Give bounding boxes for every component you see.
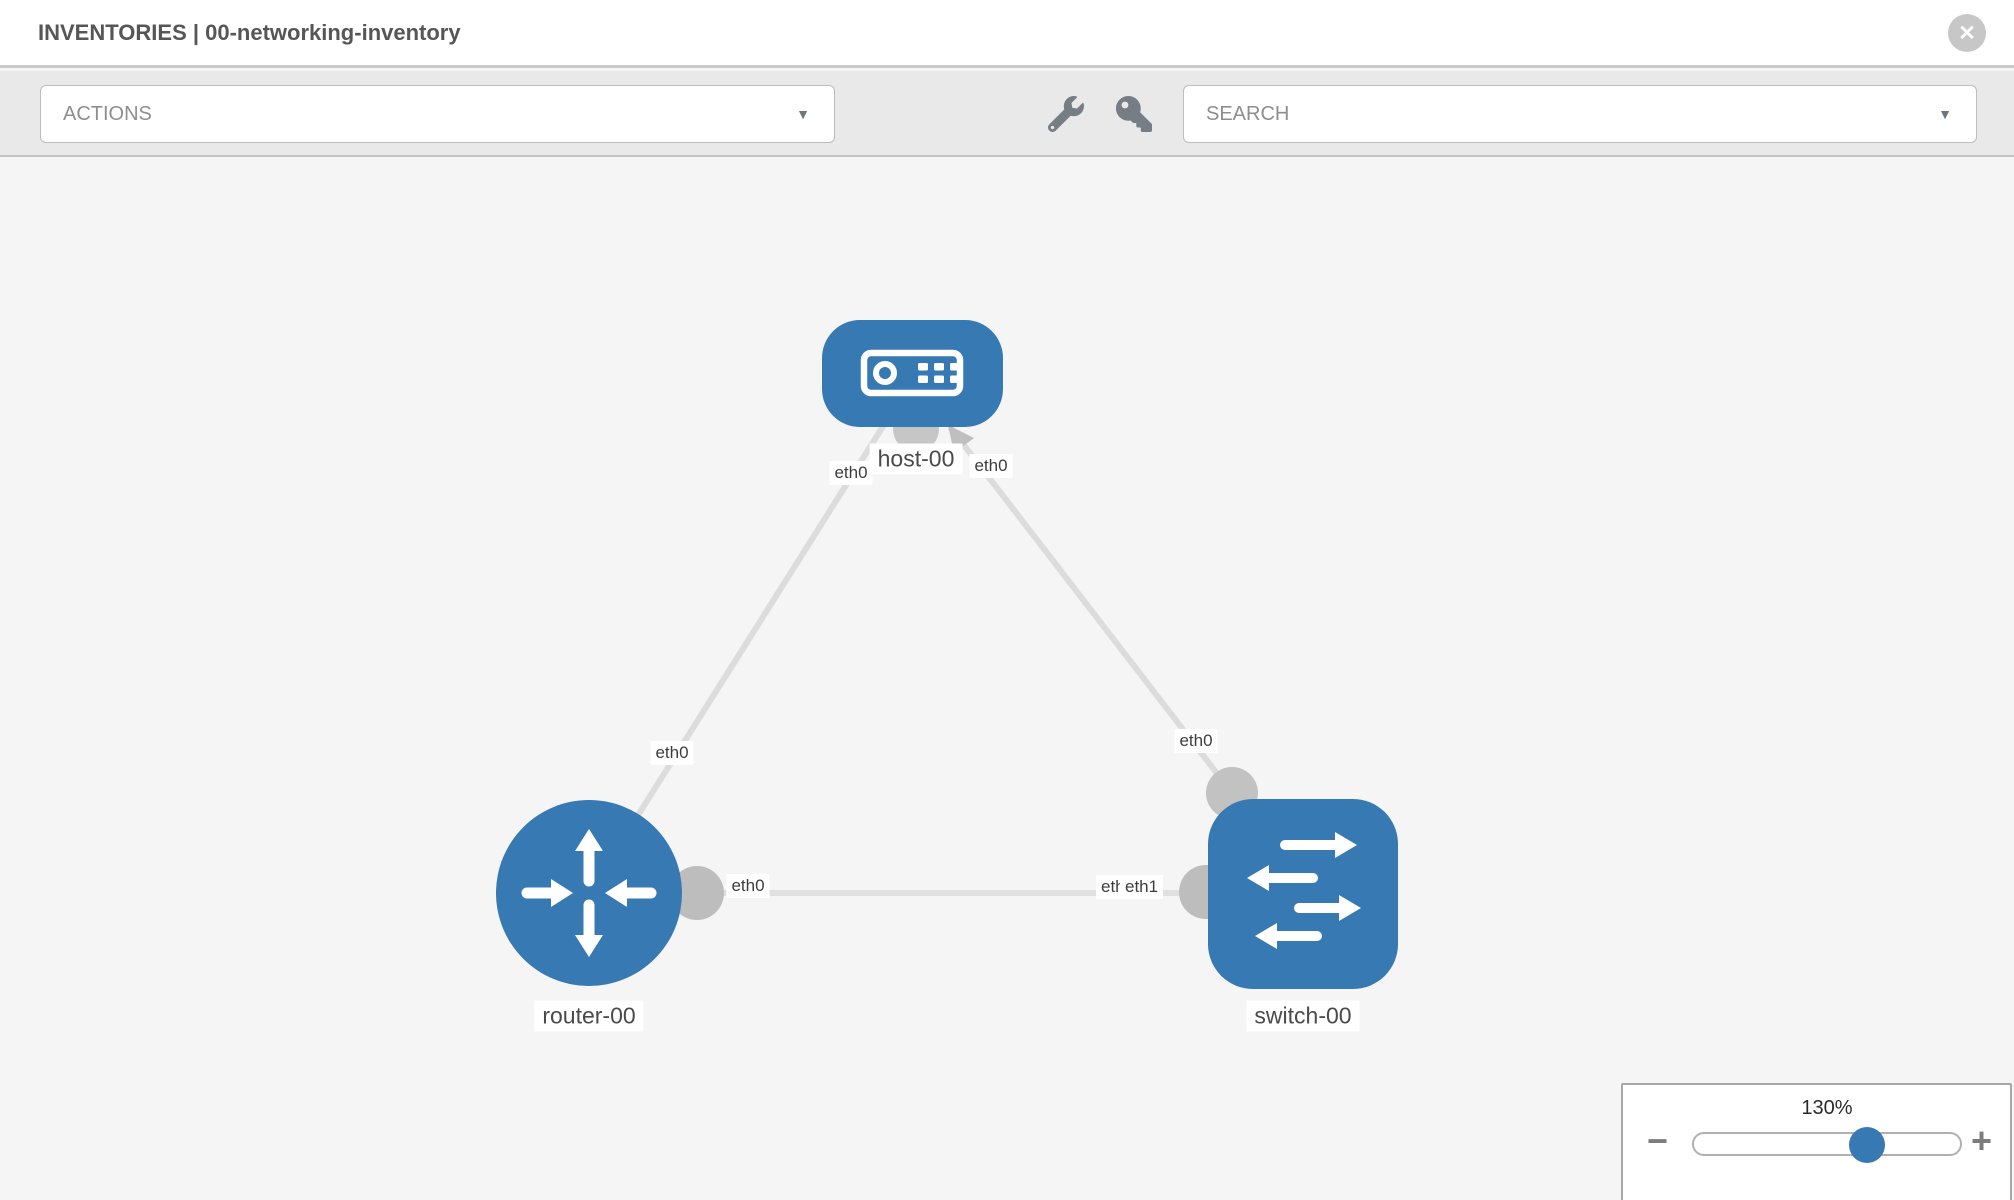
zoom-in-button[interactable]: + bbox=[1971, 1123, 1992, 1159]
zoom-level: 130% bbox=[1801, 1097, 1853, 1119]
page-title: INVENTORIES | 00-networking-inventory bbox=[38, 20, 461, 45]
zoom-out-icon: − bbox=[1647, 1120, 1669, 1161]
search-placeholder: SEARCH bbox=[1206, 102, 1290, 125]
zoom-out-button[interactable]: − bbox=[1647, 1123, 1668, 1159]
zoom-slider-track[interactable] bbox=[1692, 1127, 1962, 1163]
close-button[interactable]: ✕ bbox=[1948, 14, 1986, 52]
interface-label-router-to-host: eth0 bbox=[650, 741, 694, 765]
zoom-slider-thumb[interactable] bbox=[1849, 1127, 1885, 1163]
interface-label-switch-to-host: eth0 bbox=[1174, 729, 1218, 753]
node-label-router: router-00 bbox=[534, 1000, 644, 1032]
node-switch-00[interactable] bbox=[1208, 799, 1398, 989]
actions-dropdown[interactable]: ACTIONS ▼ bbox=[40, 85, 835, 143]
node-label-host: host-00 bbox=[869, 443, 963, 475]
key-icon bbox=[1116, 96, 1152, 136]
interface-stub-router-eth0[interactable] bbox=[670, 866, 724, 920]
interface-label-router-to-switch: eth0 bbox=[726, 874, 770, 898]
host-icon bbox=[860, 349, 964, 397]
node-host-00[interactable] bbox=[822, 320, 1003, 427]
zoom-panel: 130% − + bbox=[1621, 1083, 2012, 1200]
zoom-in-icon: + bbox=[1971, 1120, 1993, 1161]
topology-graph bbox=[496, 320, 1398, 989]
caret-down-icon: ▼ bbox=[1938, 106, 1952, 122]
wrench-icon bbox=[1047, 96, 1084, 136]
close-icon: ✕ bbox=[1958, 21, 1976, 45]
interface-label-host-right: eth0 bbox=[969, 454, 1013, 478]
interface-label-switch-to-router: eth1 bbox=[1120, 875, 1164, 899]
toolbar: ACTIONS ▼ SEARCH ▼ bbox=[0, 71, 2014, 157]
actions-dropdown-label: ACTIONS bbox=[63, 102, 152, 125]
window-header: INVENTORIES | 00-networking-inventory ✕ bbox=[0, 0, 2014, 68]
caret-down-icon: ▼ bbox=[796, 106, 810, 122]
link-router-host[interactable] bbox=[586, 372, 919, 895]
configure-button[interactable] bbox=[1047, 96, 1084, 133]
switch-icon bbox=[1247, 832, 1361, 949]
node-router-00[interactable] bbox=[496, 800, 682, 986]
node-label-switch: switch-00 bbox=[1246, 1000, 1360, 1032]
interface-label-host-left: eth0 bbox=[829, 461, 873, 485]
router-icon bbox=[521, 829, 657, 957]
topology-canvas[interactable]: host-00 router-00 switch-00 eth0 eth0 et… bbox=[0, 159, 2014, 1200]
credentials-button[interactable] bbox=[1116, 96, 1152, 132]
search-dropdown[interactable]: SEARCH ▼ bbox=[1183, 85, 1977, 143]
